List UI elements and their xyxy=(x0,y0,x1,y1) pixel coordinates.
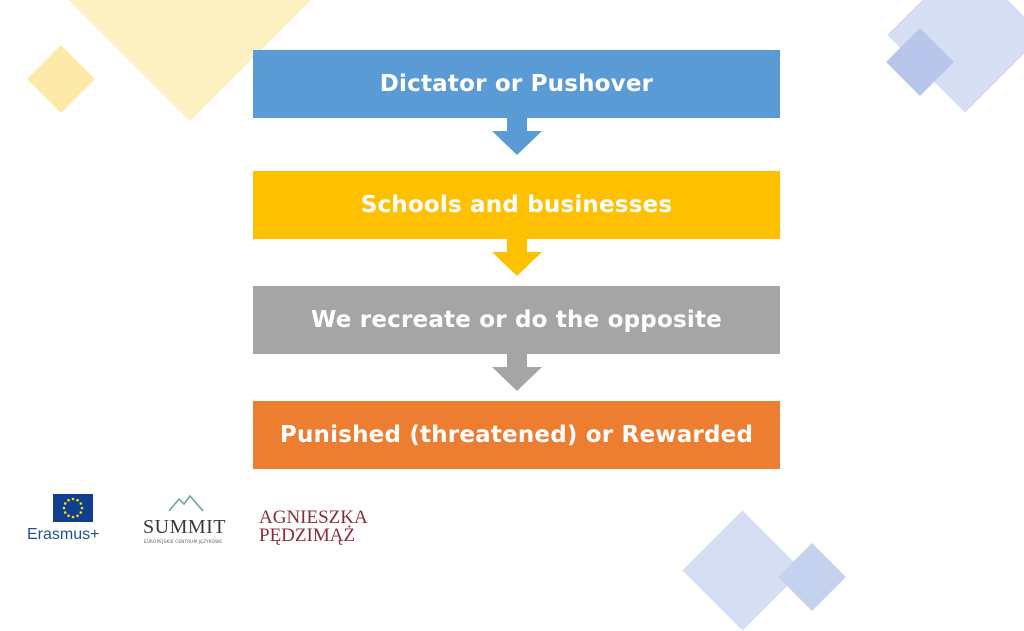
summit-logo-name: SUMMIT xyxy=(143,516,227,538)
deco-diamond-blue-bottom-small xyxy=(778,543,846,611)
flow-step-3: We recreate or do the opposite xyxy=(253,286,780,354)
flow-step-4: Punished (threatened) or Rewarded xyxy=(253,401,780,469)
summit-logo-subtitle: EUROPEJSKIE CENTRUM JĘZYKOWE xyxy=(144,539,223,544)
flow-step-1-label: Dictator or Pushover xyxy=(379,71,654,97)
down-arrow-icon xyxy=(492,118,542,155)
down-arrow-icon xyxy=(492,239,542,276)
agnieszka-logo-line2: PĘDZIMĄŻ xyxy=(259,525,356,546)
down-arrow-icon xyxy=(492,354,542,391)
flow-step-2-label: Schools and businesses xyxy=(360,192,673,218)
flow-step-2: Schools and businesses xyxy=(253,171,780,239)
eu-flag-icon xyxy=(53,494,93,522)
flow-step-4-label: Punished (threatened) or Rewarded xyxy=(279,422,754,448)
deco-diamond-yellow-small xyxy=(27,45,95,113)
flow-step-1: Dictator or Pushover xyxy=(253,50,780,118)
mountain-icon xyxy=(168,494,204,512)
erasmus-label: Erasmus+ xyxy=(27,526,100,543)
flow-step-3-label: We recreate or do the opposite xyxy=(311,307,722,333)
agnieszka-logo-line1: AGNIESZKA xyxy=(259,507,368,528)
